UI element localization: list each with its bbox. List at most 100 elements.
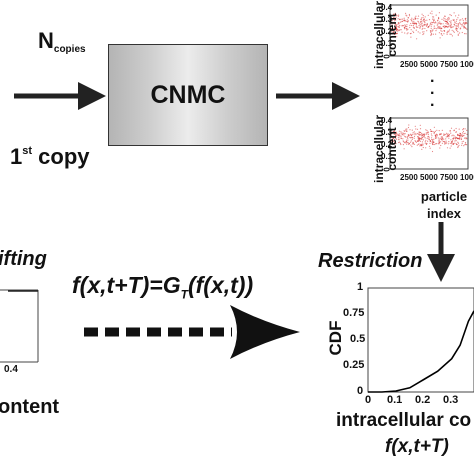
scatter-point (403, 134, 405, 136)
scatter-point (446, 134, 448, 136)
scatter-point (437, 25, 439, 28)
scatter-point (422, 27, 424, 29)
scatter-point (450, 24, 452, 26)
scatter-point (446, 33, 448, 36)
scatter-point (406, 26, 408, 28)
scatter-point (404, 135, 406, 138)
top-xtick-7500: 7500 (440, 60, 458, 69)
scatter-point (431, 138, 433, 141)
scatter-point (414, 18, 416, 20)
scatter-point (400, 135, 402, 137)
scatter-point (435, 30, 437, 32)
scatter-point (396, 26, 398, 28)
scatter-point (441, 138, 443, 140)
scatter-point (455, 143, 457, 145)
scatter-point (433, 143, 435, 146)
scatter-point (433, 25, 435, 27)
top-ytick-0: 0 (382, 54, 392, 59)
scatter-point (399, 142, 402, 144)
scatter-point (455, 25, 458, 27)
scatter-point (423, 31, 425, 33)
scatter-point (450, 21, 452, 24)
scatter-point (436, 137, 438, 139)
scatter-point (432, 139, 434, 141)
scatter-point (425, 24, 427, 26)
bottom-xtick-2500: 2500 (400, 173, 418, 182)
scatter-point (421, 136, 424, 139)
scatter-point (427, 136, 429, 138)
scatter-point (409, 26, 411, 29)
scatter-point (464, 128, 466, 130)
scatter-point (443, 17, 445, 19)
scatter-point (428, 137, 430, 139)
scatter-point (463, 21, 465, 23)
scatter-point (444, 143, 446, 145)
scatter-point (422, 33, 424, 36)
scatter-point (452, 26, 454, 28)
scatter-point (391, 138, 394, 140)
scatter-point (391, 20, 393, 22)
scatter-point (400, 18, 402, 20)
scatter-point (407, 139, 409, 141)
scatter-point (447, 133, 449, 135)
scatter-point (457, 23, 459, 25)
scatter-point (455, 28, 457, 31)
scatter-point (453, 19, 455, 21)
scatter-point (439, 134, 441, 136)
scatter-point (451, 35, 453, 37)
scatter-point (416, 26, 418, 28)
scatter-point (448, 26, 450, 28)
scatter-point (411, 20, 413, 22)
scatter-point (416, 38, 418, 40)
scatter-point (397, 15, 399, 17)
scatter-point (422, 144, 424, 146)
scatter-point (432, 21, 435, 23)
scatter-point (406, 128, 408, 130)
scatter-point (460, 27, 462, 29)
scatter-point (456, 28, 459, 30)
scatter-point (437, 23, 439, 25)
scatter-point (434, 27, 436, 29)
scatter-point (401, 24, 403, 27)
scatter-point (406, 28, 408, 30)
scatter-point (455, 136, 457, 138)
scatter-point (465, 22, 468, 24)
scatter-point (458, 144, 460, 146)
scatter-point (433, 16, 435, 18)
scatter-point (409, 24, 411, 26)
scatter-point (437, 143, 439, 145)
scatter-point (411, 146, 413, 148)
scatter-point (423, 21, 425, 23)
scatter-point (438, 18, 440, 20)
scatter-point (454, 137, 456, 140)
scatter-point (395, 17, 397, 19)
scatter-point (419, 23, 421, 25)
scatter-point (454, 22, 456, 24)
scatter-point (392, 131, 394, 133)
top-ytick-0.2: 0.2 (381, 27, 393, 36)
scatter-point (392, 138, 395, 140)
scatter-point (443, 138, 445, 140)
scatter-point (440, 22, 442, 24)
scatter-point (391, 131, 393, 133)
scatter-point (443, 134, 445, 136)
scatter-point (453, 137, 455, 139)
scatter-point (443, 140, 445, 143)
scatter-point (407, 143, 410, 145)
scatter-point (409, 33, 411, 35)
scatter-point (438, 137, 440, 139)
scatter-point (459, 32, 461, 34)
scatter-point (439, 28, 442, 30)
scatter-point (431, 142, 433, 144)
scatter-point (400, 21, 402, 23)
scatter-point (407, 141, 409, 143)
scatter-point (462, 19, 464, 21)
scatter-point (423, 135, 425, 137)
scatter-point (455, 127, 457, 130)
scatter-point (435, 137, 437, 139)
scatter-point (462, 128, 465, 130)
scatter-point (448, 16, 450, 19)
cnmc-label: CNMC (150, 80, 226, 109)
scatter-point (441, 34, 443, 36)
scatter-point (398, 14, 400, 16)
